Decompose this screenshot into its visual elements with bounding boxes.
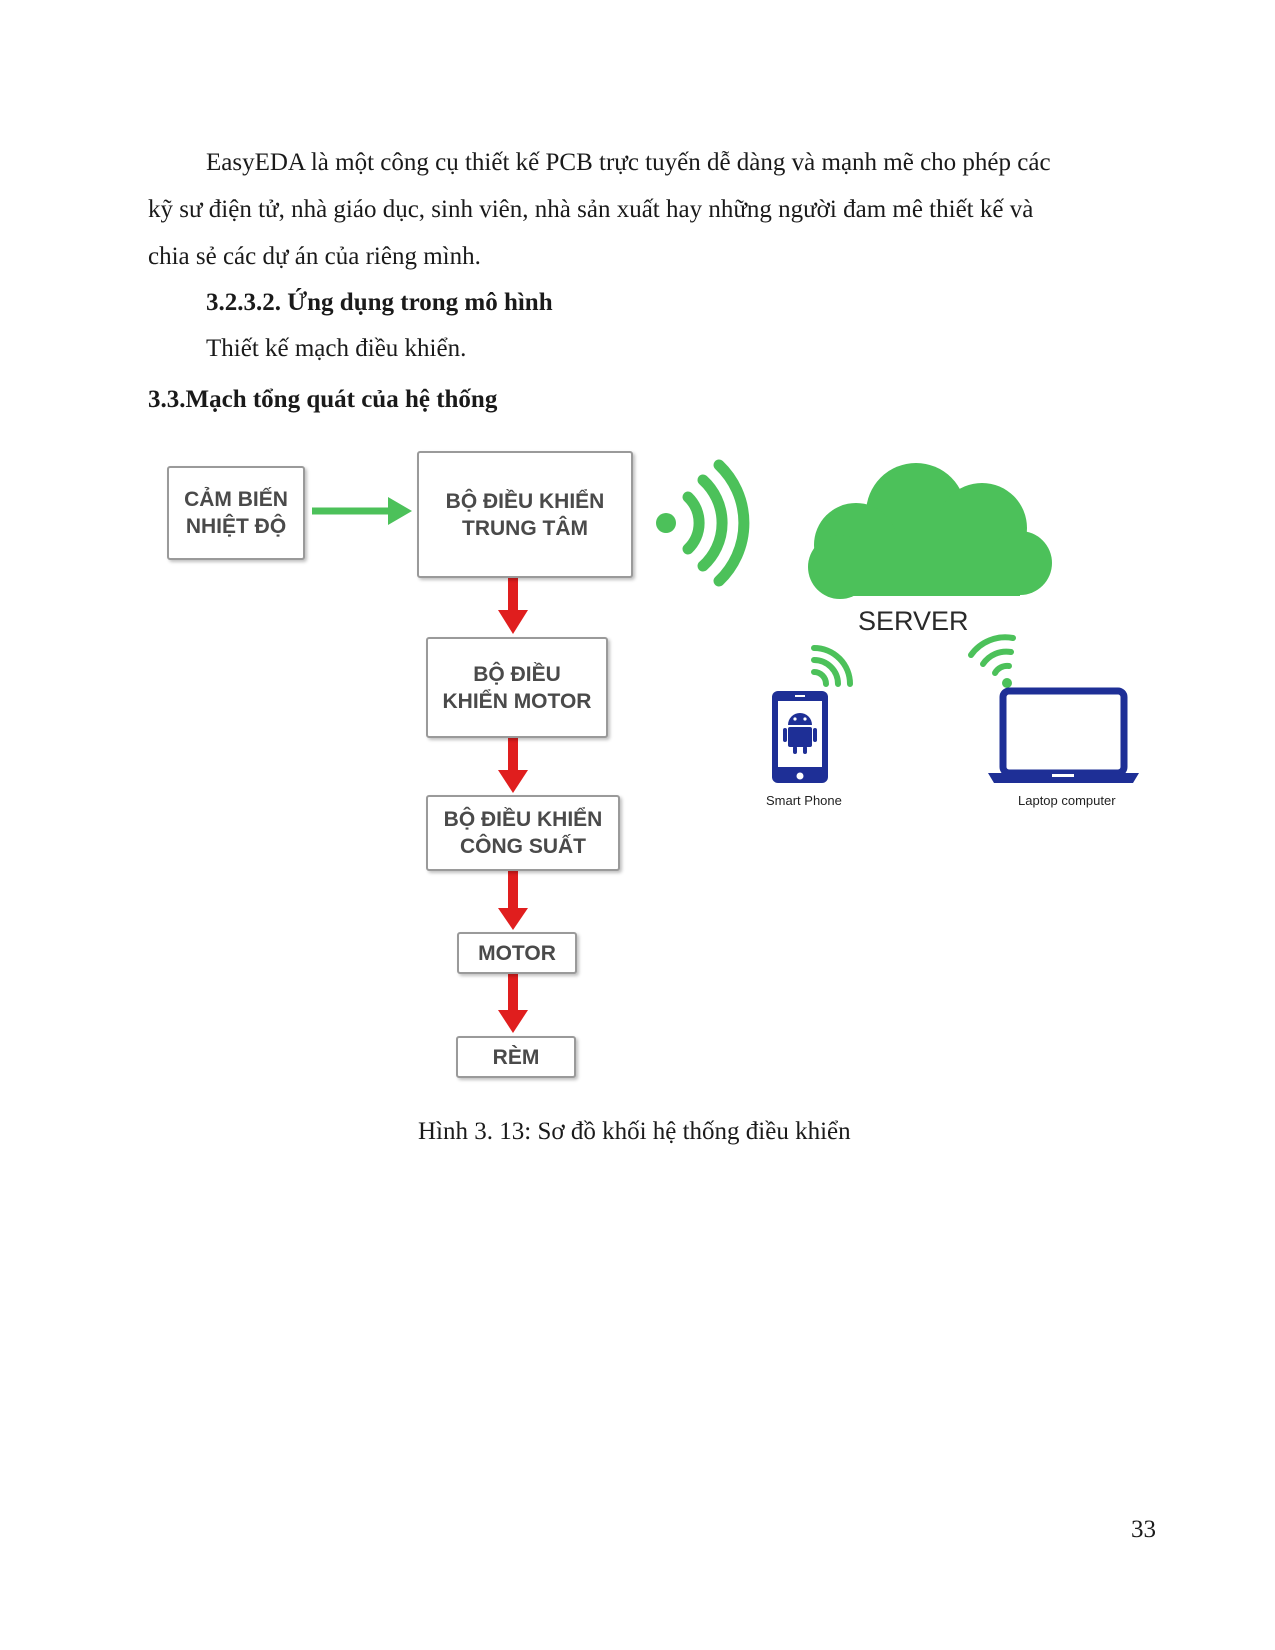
motor-box-label: MOTOR: [478, 941, 556, 965]
sensor-box-line: CẢM BIẾN: [184, 488, 288, 511]
sensor-box-line: NHIỆT ĐỘ: [185, 515, 287, 538]
phone-wifi-icon: [811, 645, 853, 687]
motor-ctrl-box-line: BỘ ĐIỀU: [473, 662, 561, 686]
power-controller-box: BỘ ĐIỀU KHIỂN CÔNG SUẤT: [426, 795, 620, 871]
green-arrow: [312, 497, 412, 525]
curtain-box-label: RÈM: [492, 1045, 540, 1069]
subsection-heading: 3.2.3.2. Ứng dụng trong mô hình: [206, 289, 553, 316]
red-arrow: [498, 578, 528, 634]
central-box-line: BỘ ĐIỀU KHIỂN: [445, 489, 605, 513]
motor-controller-box: BỘ ĐIỀU KHIỂN MOTOR: [426, 637, 608, 738]
paragraph-line: chia sẻ các dự án của riêng mình.: [148, 243, 481, 270]
central-controller-box: BỘ ĐIỀU KHIỂN TRUNG TÂM: [417, 451, 633, 578]
sensor-box: CẢM BIẾN NHIỆT ĐỘ: [167, 466, 305, 560]
laptop-icon: [988, 687, 1139, 783]
red-arrow: [498, 974, 528, 1033]
power-box-line: BỘ ĐIỀU KHIỂN: [443, 808, 603, 831]
motor-box: MOTOR: [457, 932, 577, 974]
page-number: 33: [1131, 1516, 1156, 1543]
subsection-body: Thiết kế mạch điều khiển.: [206, 335, 467, 362]
section-heading: 3.3.Mạch tổng quát của hệ thống: [148, 386, 498, 413]
smart-phone-label: Smart Phone: [766, 793, 842, 808]
figure-caption: Hình 3. 13: Sơ đồ khối hệ thống điều khi…: [418, 1118, 851, 1145]
red-arrow: [498, 738, 528, 793]
cloud-icon: [808, 463, 1052, 599]
central-box-line: TRUNG TÂM: [462, 516, 588, 540]
paragraph-line: kỹ sư điện tử, nhà giáo dục, sinh viên, …: [148, 196, 1034, 223]
wifi-icon: [656, 459, 750, 587]
server-label: SERVER: [858, 606, 969, 636]
android-phone-icon: [772, 691, 828, 783]
motor-ctrl-box-line: KHIỂN MOTOR: [442, 689, 592, 713]
curtain-box: RÈM: [456, 1036, 576, 1078]
red-arrow: [498, 871, 528, 930]
laptop-label: Laptop computer: [1018, 793, 1116, 808]
power-box-line: CÔNG SUẤT: [460, 835, 586, 858]
laptop-wifi-icon: [968, 634, 1016, 688]
paragraph-line: EasyEDA là một công cụ thiết kế PCB trực…: [206, 149, 1051, 176]
